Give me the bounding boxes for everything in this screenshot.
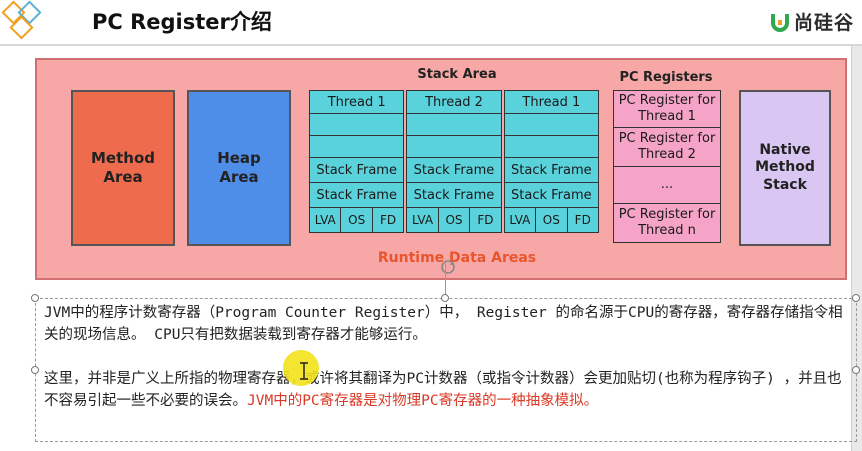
- thread-column: Thread 2 Stack Frame Stack Frame LVA OS …: [406, 90, 502, 244]
- paragraph-2-highlight: JVM中的PC寄存器是对物理PC寄存器的一种抽象模拟。: [247, 393, 599, 409]
- paragraph-1: JVM中的程序计数寄存器（Program Counter Register）中，…: [44, 305, 843, 343]
- method-area-label: Method Area: [91, 149, 155, 186]
- header-divider: [0, 44, 862, 46]
- slide-header: PC Register介绍 尚硅谷: [0, 0, 862, 44]
- right-scrollbar[interactable]: [851, 46, 862, 451]
- selection-connector: [445, 262, 446, 296]
- resize-handle[interactable]: [31, 366, 39, 374]
- paragraph-2-text: 这里，并非是广义上所指的物理寄存器，或许将其翻译为PC计数器（或指令计数器）会更…: [44, 371, 842, 409]
- stack-area-title: Stack Area: [417, 67, 497, 82]
- stack-empty-cell: [309, 113, 405, 136]
- stack-empty-cell: [309, 135, 405, 158]
- brand-logo: 尚硅谷: [770, 8, 854, 35]
- stack-empty-cell: [406, 135, 502, 158]
- rotate-handle-icon[interactable]: [439, 258, 457, 276]
- thread-header: Thread 2: [406, 90, 502, 114]
- diamond-logo-icon: [1, 0, 42, 40]
- heap-area-label: Heap Area: [217, 149, 261, 186]
- runtime-data-areas-label: Runtime Data Areas: [377, 250, 537, 266]
- fd-cell: FD: [371, 207, 405, 233]
- description-text-box[interactable]: JVM中的程序计数寄存器（Program Counter Register）中，…: [44, 302, 849, 412]
- native-method-stack-box: Native Method Stack: [739, 90, 831, 246]
- pc-register-cell: ...: [613, 166, 721, 204]
- paragraph-2: 这里，并非是广义上所指的物理寄存器，或许将其翻译为PC计数器（或指令计数器）会更…: [44, 368, 849, 412]
- cursor-highlight: [283, 350, 319, 386]
- os-cell: OS: [340, 207, 373, 233]
- fd-cell: FD: [566, 207, 599, 233]
- resize-handle[interactable]: [852, 294, 860, 302]
- brand-u-icon: [770, 13, 789, 32]
- stack-empty-cell: [503, 135, 599, 158]
- thread-column: Thread 1 Stack Frame Stack Frame LVA OS …: [503, 90, 599, 244]
- resize-handle[interactable]: [852, 366, 860, 374]
- pc-register-cell: PC Register for Thread 1: [613, 90, 721, 128]
- text-cursor-icon: [300, 362, 308, 380]
- stack-empty-cell: [503, 113, 599, 136]
- thread-header: Thread 1: [309, 90, 405, 114]
- method-area-box: Method Area: [71, 90, 175, 246]
- pc-register-cell: PC Register for Thread n: [613, 203, 721, 243]
- lva-cell: LVA: [309, 207, 342, 233]
- thread-column: Thread 1 Stack Frame Stack Frame LVA OS …: [309, 90, 405, 244]
- lva-cell: LVA: [406, 207, 439, 233]
- stack-frame-cell: Stack Frame: [406, 157, 502, 183]
- runtime-data-areas-diagram[interactable]: Method Area Heap Area Stack Area Thread …: [35, 58, 847, 280]
- stack-area-grid: Thread 1 Stack Frame Stack Frame LVA OS …: [309, 90, 599, 244]
- pc-register-cell: PC Register for Thread 2: [613, 127, 721, 167]
- resize-handle[interactable]: [31, 294, 39, 302]
- brand-name: 尚硅谷: [793, 12, 854, 34]
- page-title: PC Register介绍: [92, 10, 272, 34]
- frame-detail-row: LVA OS FD: [503, 207, 599, 233]
- frame-detail-row: LVA OS FD: [406, 207, 502, 233]
- os-cell: OS: [437, 207, 471, 233]
- lva-cell: LVA: [503, 207, 537, 233]
- resize-handle[interactable]: [441, 294, 449, 302]
- stack-frame-cell: Stack Frame: [406, 182, 502, 208]
- pc-registers-title: PC Registers: [619, 70, 713, 85]
- frame-detail-row: LVA OS FD: [309, 207, 405, 233]
- stack-frame-cell: Stack Frame: [309, 157, 405, 183]
- stack-empty-cell: [406, 113, 502, 136]
- os-cell: OS: [535, 207, 568, 233]
- native-stack-label: Native Method Stack: [755, 141, 815, 193]
- heap-area-box: Heap Area: [187, 90, 291, 246]
- fd-cell: FD: [469, 207, 502, 233]
- thread-header: Thread 1: [503, 90, 599, 114]
- stack-frame-cell: Stack Frame: [503, 157, 599, 183]
- stack-frame-cell: Stack Frame: [309, 182, 405, 208]
- stack-frame-cell: Stack Frame: [503, 182, 599, 208]
- pc-registers-column: PC Register for Thread 1 PC Register for…: [613, 90, 721, 244]
